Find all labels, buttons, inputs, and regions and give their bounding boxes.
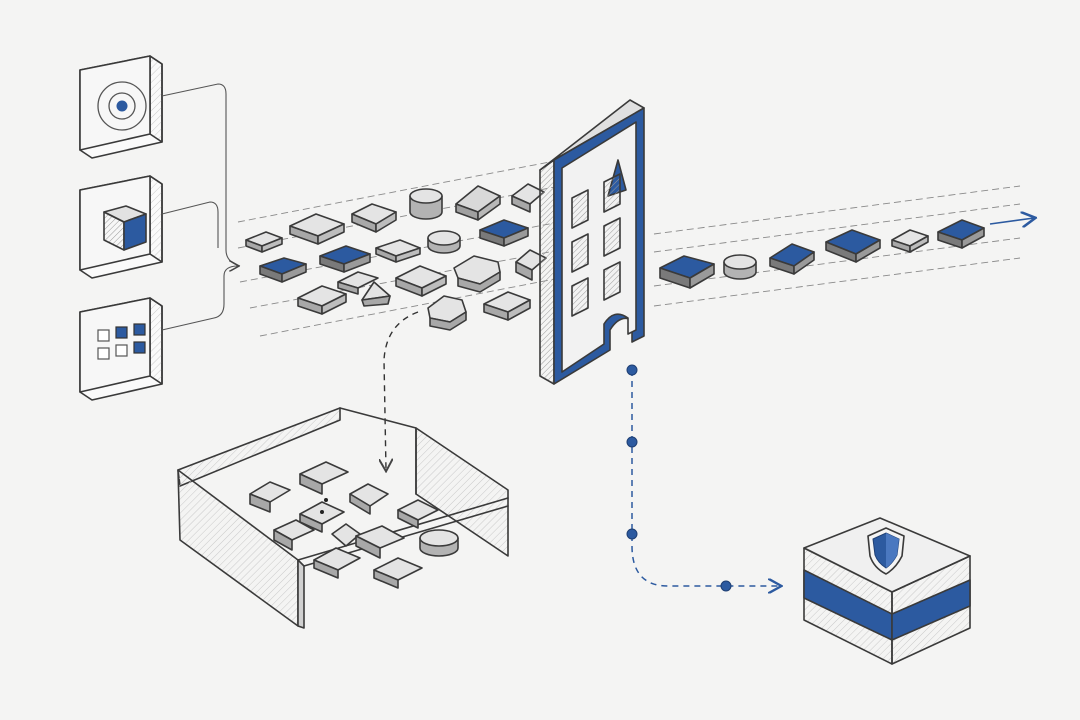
incoming-items <box>245 183 547 331</box>
reject-arrow <box>384 311 419 470</box>
gate-windows <box>571 173 621 317</box>
item-slab <box>455 185 501 221</box>
out-blue-slab <box>769 243 815 275</box>
item-slab <box>483 291 531 321</box>
input-connectors <box>161 83 240 331</box>
out-blue-slab <box>659 255 715 289</box>
cube-icon <box>103 205 147 251</box>
out-blue-slab <box>825 229 881 263</box>
item-hexagon <box>427 295 467 331</box>
shield-icon <box>867 527 905 575</box>
item-diamond <box>351 203 397 233</box>
item-cylinder <box>427 230 461 254</box>
item-hexagon <box>453 255 501 293</box>
item-slab <box>289 213 345 245</box>
item-blue-slab <box>479 219 529 247</box>
filter-gate <box>539 99 645 385</box>
item-slab <box>297 285 347 315</box>
item-cylinder <box>409 188 443 220</box>
outgoing-stream-lines <box>653 185 1034 307</box>
input-card-target <box>79 55 163 159</box>
input-card-cube <box>79 175 163 279</box>
item-triangle <box>361 281 391 307</box>
out-gray-cylinder <box>723 254 757 280</box>
target-icon <box>97 81 147 131</box>
item-blue-slab <box>319 245 371 273</box>
out-blue-slab <box>937 219 985 249</box>
grid-icon <box>97 323 146 360</box>
out-gray-slab <box>891 229 929 253</box>
outgoing-items <box>659 219 985 289</box>
item-slab <box>375 239 421 263</box>
item-slab <box>245 231 283 253</box>
item-slab <box>395 265 447 297</box>
input-card-grid <box>79 297 163 401</box>
secure-store <box>803 517 971 665</box>
secure-path <box>626 364 780 591</box>
item-slab <box>337 271 379 295</box>
bin-items <box>249 461 459 589</box>
rejected-items-bin <box>177 407 509 629</box>
item-blue-slab <box>259 257 307 283</box>
